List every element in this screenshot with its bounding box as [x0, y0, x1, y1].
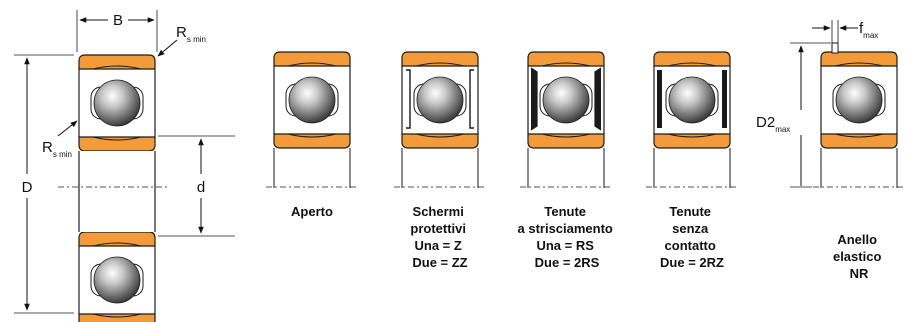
radius-bottom-sub: s min: [53, 150, 72, 159]
f-max-label: f: [859, 20, 864, 37]
variant-contact-seals-caption-1: Tenute: [544, 204, 586, 219]
svg-text:Tenute senza conta: Tenute senza contatto Due = 2RZ: [660, 204, 724, 270]
variant-open: Aperto: [266, 51, 358, 219]
variant-non-contact-seals-caption-1: Tenute: [669, 204, 711, 219]
variant-snap-ring-caption-3: NR: [850, 266, 869, 281]
d2-max-sub: max: [775, 125, 790, 134]
variant-shields: Schermi protettivi Una = Z Due = ZZ: [394, 51, 486, 270]
variant-shields-caption-2: protettivi: [410, 221, 466, 236]
svg-text:Schermi protettivi: Schermi protettivi Una = Z Due = ZZ: [410, 204, 469, 270]
variant-shields-caption-1: Schermi: [413, 204, 464, 219]
variant-shields-caption-3: Una = Z: [415, 238, 462, 253]
variant-non-contact-seals: Tenute senza contatto Due = 2RZ: [646, 51, 738, 270]
svg-text:Rs min: Rs min: [42, 139, 72, 159]
variant-open-caption-1: Aperto: [291, 204, 333, 219]
main-bearing-top: [78, 54, 156, 152]
svg-text:Tenute a strisciamento: Tenute a strisciamento Una = RS Due = 2R…: [518, 204, 617, 270]
dimension-b-label: B: [113, 12, 123, 29]
variant-non-contact-seals-caption-3: contatto: [665, 238, 716, 253]
radius-bottom: Rs min: [42, 120, 78, 159]
variant-snap-ring-caption-1: Anello: [837, 232, 877, 247]
svg-text:Rs min: Rs min: [176, 24, 206, 44]
variant-contact-seals-caption-4: Due = 2RS: [535, 255, 600, 270]
svg-text:Anello elastico NR: Anello elastico NR: [833, 232, 885, 281]
variant-snap-ring-caption-2: elastico: [833, 249, 881, 264]
d2-max-label: D2: [756, 114, 775, 131]
snap-ring: [831, 42, 839, 54]
variant-snap-ring: fmax D2max Anello elastico NR: [756, 20, 905, 281]
radius-top-sub: s min: [187, 35, 206, 44]
bore-area: [79, 151, 155, 232]
main-bearing-bottom: [78, 231, 156, 322]
variant-non-contact-seals-caption-2: senza: [672, 221, 709, 236]
variant-contact-seals-caption-2: a strisciamento: [518, 221, 613, 236]
radius-bottom-label: R: [42, 139, 53, 156]
dimension-b: B: [76, 10, 158, 52]
variant-non-contact-seals-caption-4: Due = 2RZ: [660, 255, 724, 270]
variant-shields-caption-4: Due = ZZ: [412, 255, 467, 270]
radius-top: Rs min: [157, 24, 206, 57]
svg-text:Aperto: Aperto: [291, 204, 333, 219]
variant-contact-seals: Tenute a strisciamento Una = RS Due = 2R…: [518, 51, 617, 270]
main-bearing-section: [58, 54, 168, 322]
dimension-d-outer-label: D: [22, 179, 33, 196]
dimension-d-bore: d: [158, 135, 235, 237]
radius-top-label: R: [176, 24, 187, 41]
f-max-sub: max: [863, 31, 878, 40]
dimension-d-outer: D: [14, 54, 74, 314]
svg-text:fmax: fmax: [859, 20, 878, 40]
dimension-d-bore-label: d: [197, 179, 205, 196]
variant-contact-seals-caption-3: Una = RS: [536, 238, 594, 253]
svg-text:D2max: D2max: [756, 114, 790, 134]
